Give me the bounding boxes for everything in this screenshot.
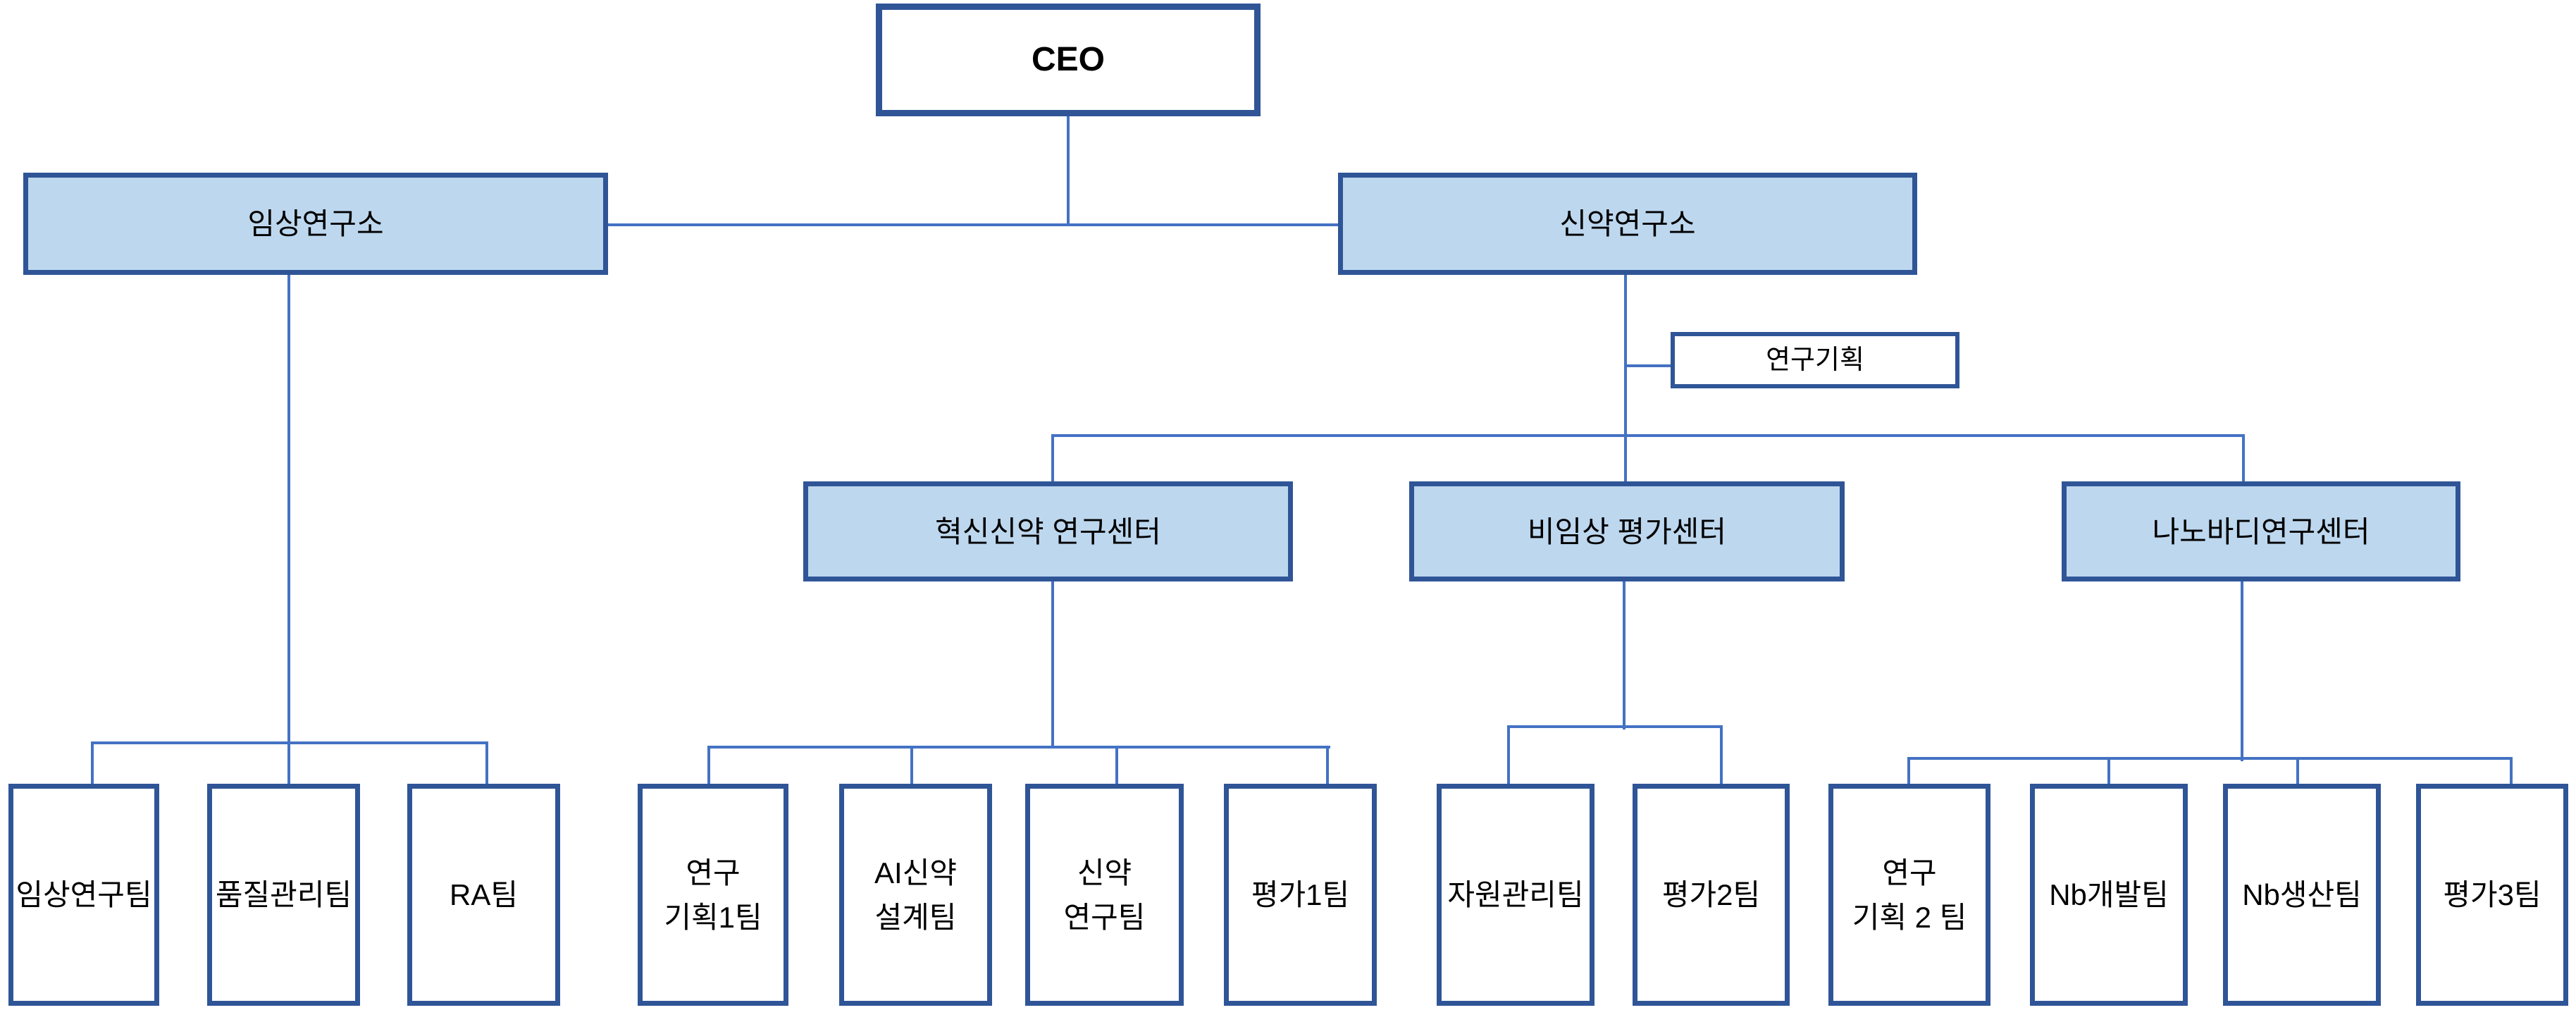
connector-innovative-rail — [707, 746, 1330, 749]
team-label: 자원관리팀 — [1447, 878, 1584, 911]
org-node-team-nb-dev: Nb개발팀 — [2030, 784, 2188, 1006]
connector-drop-team-clinical — [91, 741, 94, 784]
connector-drop-team-eval1 — [1326, 746, 1329, 785]
org-node-team-eval2: 평가2팀 — [1633, 784, 1790, 1006]
team-label: Nb개발팀 — [2049, 878, 2169, 911]
connector-drop-team-planning2 — [1907, 757, 1910, 785]
org-node-team-quality: 품질관리팀 — [207, 784, 360, 1006]
org-node-team-planning1: 연구 기획1팀 — [638, 784, 788, 1006]
connector-drop-team-nb-dev — [2107, 757, 2110, 785]
org-node-team-eval1: 평가1팀 — [1224, 784, 1377, 1006]
connector-drop-team-ai-design — [910, 746, 913, 785]
connector-drop-team-ra — [485, 741, 488, 784]
org-node-research-planning: 연구기획 — [1671, 332, 1959, 388]
connector-institutes-horizontal — [608, 223, 1338, 226]
org-node-team-drug-research: 신약 연구팀 — [1025, 784, 1184, 1006]
team-label: 신약 연구팀 — [1063, 856, 1146, 934]
team-label: 평가2팀 — [1661, 878, 1761, 911]
team-label: RA팀 — [450, 878, 518, 911]
connector-nanobody-rail — [1907, 757, 2513, 760]
org-node-team-planning2: 연구 기획 2 팀 — [1828, 784, 1990, 1006]
org-node-team-eval3: 평가3팀 — [2416, 784, 2568, 1006]
org-node-nonclinical-center: 비임상 평가센터 — [1409, 481, 1845, 581]
connector-nonclinical-rail — [1507, 725, 1723, 728]
team-label: 연구 기획 2 팀 — [1852, 856, 1967, 934]
org-node-drug-institute-label: 신약연구소 — [1559, 207, 1696, 240]
connector-nonclinical-down — [1623, 581, 1626, 729]
connector-clinical-down — [287, 274, 290, 744]
connector-drug-down — [1624, 274, 1627, 483]
connector-drop-team-planning1 — [707, 746, 710, 785]
team-label: 품질관리팀 — [215, 878, 352, 911]
org-node-research-planning-label: 연구기획 — [1766, 345, 1864, 375]
org-node-drug-institute: 신약연구소 — [1338, 173, 1917, 275]
team-label: 평가3팀 — [2443, 878, 2541, 911]
org-node-team-nb-prod: Nb생산팀 — [2223, 784, 2381, 1006]
org-node-innovative-center: 혁신신약 연구센터 — [803, 481, 1293, 581]
team-label: 연구 기획1팀 — [664, 856, 762, 934]
connector-nanobody-down — [2241, 581, 2243, 761]
org-node-ceo: CEO — [876, 4, 1261, 116]
connector-drop-team-nb-prod — [2296, 757, 2299, 785]
team-label: 임상연구팀 — [16, 878, 152, 911]
org-node-nonclinical-center-label: 비임상 평가센터 — [1527, 515, 1727, 548]
team-label: AI신약 설계팀 — [874, 856, 957, 934]
connector-drop-team-eval2 — [1720, 725, 1723, 785]
org-node-nanobody-center: 나노바디연구센터 — [2062, 481, 2460, 581]
team-label: 평가1팀 — [1251, 878, 1350, 911]
connector-innovative-down — [1051, 581, 1054, 749]
connector-research-planning — [1626, 364, 1671, 367]
org-node-clinical-institute-label: 임상연구소 — [247, 207, 384, 240]
connector-drop-team-quality — [287, 741, 290, 784]
org-node-ceo-label: CEO — [1031, 41, 1105, 78]
connector-drop-team-eval3 — [2510, 757, 2513, 785]
org-node-clinical-institute: 임상연구소 — [23, 173, 608, 275]
connector-drop-team-drug-research — [1115, 746, 1118, 785]
org-node-team-ra: RA팀 — [407, 784, 560, 1006]
org-node-team-ai-design: AI신약 설계팀 — [839, 784, 992, 1006]
org-node-nanobody-center-label: 나노바디연구센터 — [2152, 515, 2370, 548]
org-node-team-clinical-research: 임상연구팀 — [8, 784, 159, 1006]
connector-drop-innovative-center — [1051, 434, 1054, 483]
team-label: Nb생산팀 — [2242, 878, 2362, 911]
connector-centers-rail — [1051, 434, 2245, 437]
connector-drop-team-resource — [1507, 725, 1510, 785]
org-node-team-resource: 자원관리팀 — [1437, 784, 1594, 1006]
connector-ceo-down — [1067, 116, 1070, 226]
org-node-innovative-center-label: 혁신신약 연구센터 — [935, 515, 1161, 548]
connector-drop-nanobody-center — [2242, 434, 2245, 483]
